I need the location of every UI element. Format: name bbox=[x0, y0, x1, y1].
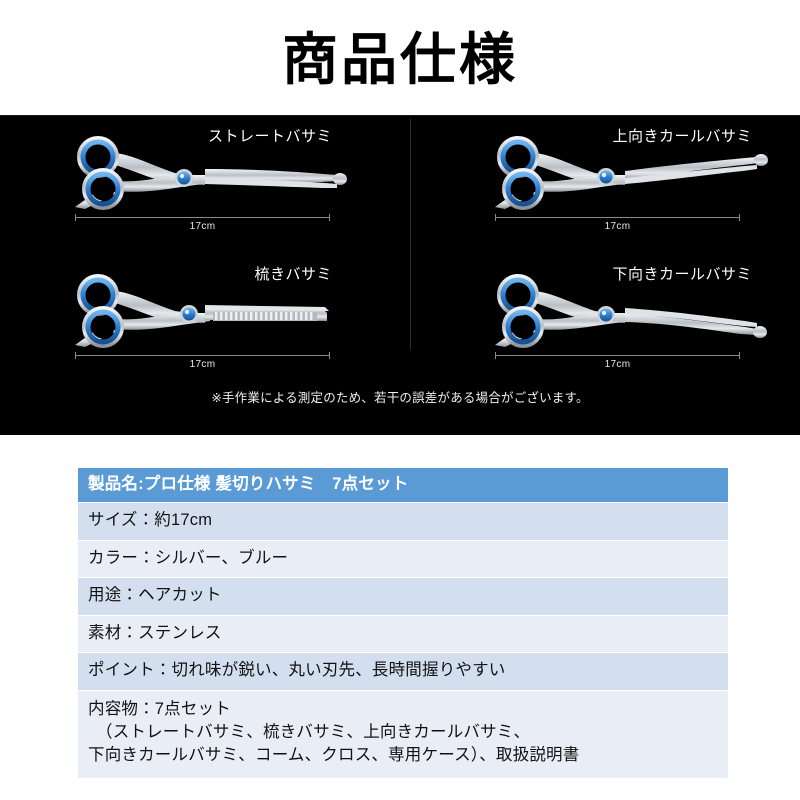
measurement-disclaimer: ※手作業による測定のため、若干の誤差がある場合がございます。 bbox=[211, 391, 589, 405]
product-showcase: ストレートバサミ bbox=[0, 115, 800, 435]
product-straight-scissors: ストレートバサミ bbox=[0, 117, 400, 269]
ruler-cap-left bbox=[495, 352, 496, 359]
scissors-image-thinning bbox=[55, 263, 355, 355]
ruler-cap-left bbox=[495, 214, 496, 221]
spec-row-product-name: 製品名:プロ仕様 髪切りハサミ 7点セット bbox=[78, 468, 728, 504]
measurement-ruler: 17cm bbox=[495, 352, 740, 377]
product-thinning-scissors: 梳きバサミ bbox=[0, 255, 400, 407]
product-curl-down-scissors: 下向きカールバサミ bbox=[400, 255, 800, 407]
ruler-cap-right bbox=[739, 352, 740, 359]
ruler-line bbox=[495, 355, 740, 356]
ruler-cap-left bbox=[75, 214, 76, 221]
contents-line-2: （ストレートバサミ、梳きバサミ、上向きカールバサミ、 bbox=[96, 722, 531, 741]
product-label: 梳きバサミ bbox=[254, 266, 332, 283]
page-title: 商品仕様 bbox=[282, 27, 518, 91]
ruler-line bbox=[75, 217, 330, 218]
product-label: 上向きカールバサミ bbox=[612, 128, 752, 145]
panel-vertical-divider bbox=[410, 119, 411, 349]
spec-row-material: 素材：ステンレス bbox=[78, 615, 728, 654]
specification-area: 製品名:プロ仕様 髪切りハサミ 7点セット サイズ：約17cm カラー：シルバー… bbox=[0, 435, 800, 800]
scissors-image-curl-down bbox=[475, 263, 775, 355]
ruler-cap-left bbox=[75, 352, 76, 359]
ruler-cap-right bbox=[329, 352, 330, 359]
ruler-label: 17cm bbox=[189, 359, 216, 370]
showcase-top-divider bbox=[0, 115, 800, 116]
ruler-label: 17cm bbox=[604, 359, 631, 370]
spec-row-point: ポイント：切れ味が鋭い、丸い刃先、長時間握りやすい bbox=[78, 653, 728, 691]
scissors-image-curl-up bbox=[475, 125, 775, 217]
ruler-line bbox=[75, 355, 330, 356]
measurement-ruler: 17cm bbox=[75, 352, 330, 377]
contents-line-1: 内容物：7点セット bbox=[88, 699, 231, 718]
ruler-cap-right bbox=[739, 214, 740, 221]
product-curl-up-scissors: 上向きカールバサミ bbox=[400, 117, 800, 269]
ruler-cap-right bbox=[329, 214, 330, 221]
ruler-line bbox=[495, 217, 740, 218]
ruler-label: 17cm bbox=[189, 221, 216, 232]
spec-row-color: カラー：シルバー、ブルー bbox=[78, 540, 728, 579]
ruler-label: 17cm bbox=[604, 221, 631, 232]
title-band: 商品仕様 bbox=[0, 0, 800, 115]
measurement-ruler: 17cm bbox=[75, 214, 330, 239]
product-label: 下向きカールバサミ bbox=[612, 266, 752, 283]
spec-row-size: サイズ：約17cm bbox=[78, 503, 728, 541]
product-label: ストレートバサミ bbox=[207, 128, 332, 145]
specification-table: 製品名:プロ仕様 髪切りハサミ 7点セット サイズ：約17cm カラー：シルバー… bbox=[78, 468, 728, 779]
spec-row-usage: 用途：ヘアカット bbox=[78, 578, 728, 616]
contents-line-3: 下向きカールバサミ、コーム、クロス、専用ケース）、取扱説明書 bbox=[88, 746, 580, 765]
scissors-image-straight bbox=[55, 125, 355, 217]
measurement-ruler: 17cm bbox=[495, 214, 740, 239]
spec-row-contents: 内容物：7点セット （ストレートバサミ、梳きバサミ、上向きカールバサミ、 下向き… bbox=[78, 690, 728, 779]
